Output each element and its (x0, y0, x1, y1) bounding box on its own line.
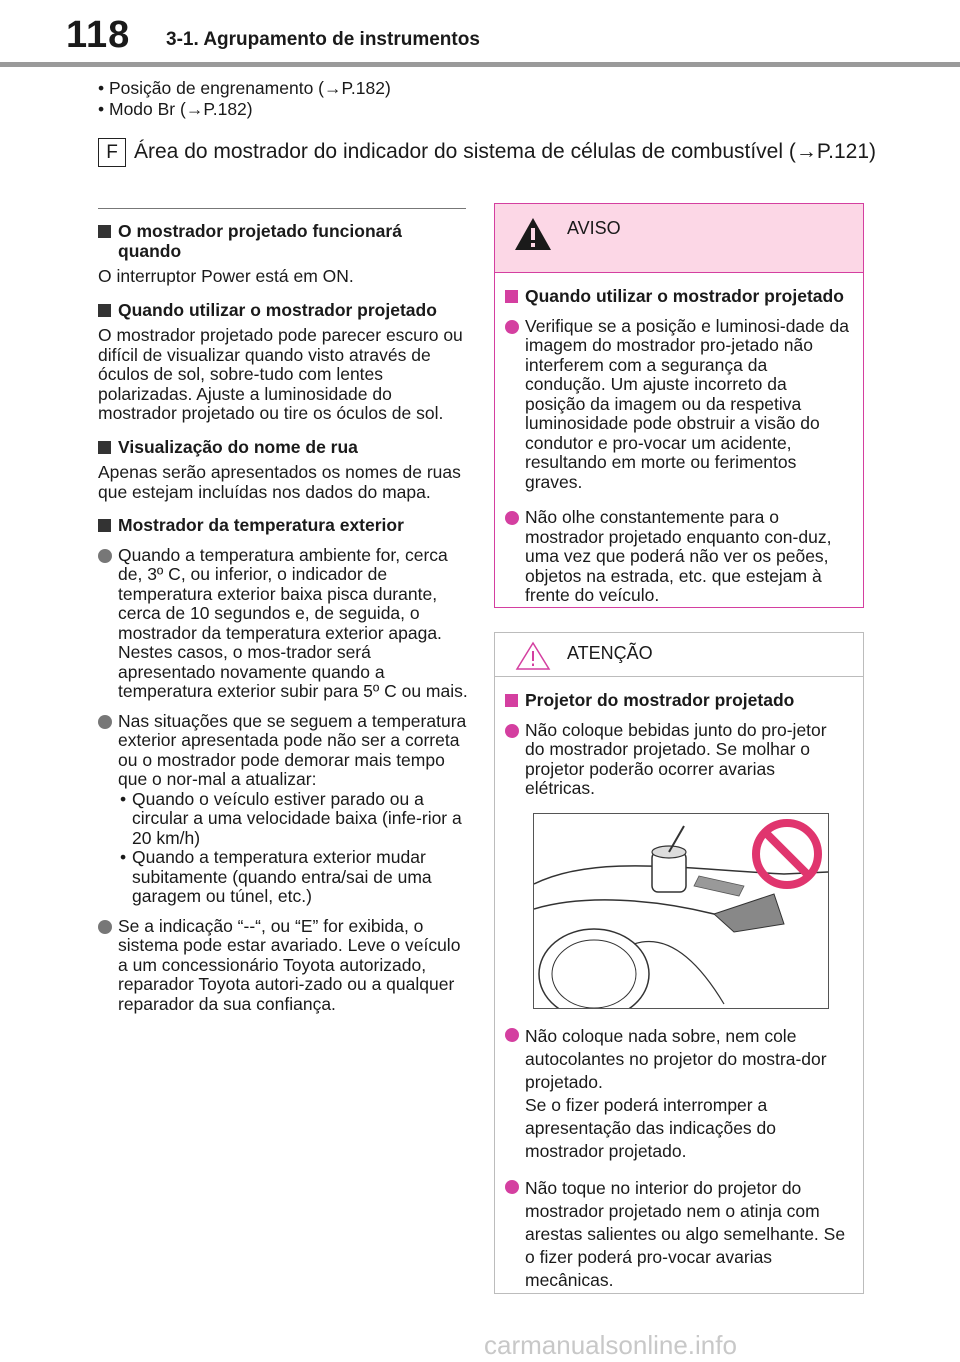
left-column-divider (98, 208, 466, 209)
projector-drink-illustration (533, 812, 829, 1009)
atencao-bullet-touch: Não toque no interior do projetor do mos… (505, 1177, 849, 1292)
heading-outside-temperature: Mostrador da temperatura exterior (98, 515, 468, 536)
bullet-incorrect-temperature: Nas situações que se seguem a temperatur… (98, 710, 468, 907)
footer-watermark: carmanualsonline.info (484, 1330, 737, 1360)
caution-box-header: ATENÇÃO (495, 633, 863, 677)
bullet-malfunction: Se a indicação “--“, ou “E” for exibida,… (98, 916, 468, 1015)
aviso-heading: Quando utilizar o mostrador projetado (505, 286, 849, 307)
caution-box-body: Projetor do mostrador projetado Não colo… (495, 690, 863, 1292)
left-column: O mostrador projetado funcionará quando … (98, 208, 468, 1014)
intro-item-br-mode: • Modo Br (→P.182) (98, 99, 253, 119)
section-title: 3-1. Agrupamento de instrumentos (166, 29, 480, 50)
header-divider (0, 62, 960, 67)
atencao-bullet-drinks: Não coloque bebidas junto do pro-jetor d… (505, 720, 849, 799)
warning-box-title: AVISO (567, 218, 621, 238)
warning-box-aviso: AVISO Quando utilizar o mostrador projet… (494, 203, 864, 608)
callout-label-f: F (98, 138, 126, 167)
text-power-switch: O interruptor Power está em ON. (98, 266, 354, 286)
heading-projected-display-works: O mostrador projetado funcionará quando (98, 221, 468, 261)
bullet-incorrect-temperature-text: Nas situações que se seguem a temperatur… (118, 710, 467, 789)
caution-triangle-icon (515, 641, 551, 670)
warning-box-header: AVISO (495, 204, 863, 273)
page-header: 118 3-1. Agrupamento de instrumentos (0, 0, 960, 62)
warning-triangle-icon (515, 218, 551, 250)
atencao-bullet-stickers: Não coloque nada sobre, nem cole autocol… (505, 1025, 849, 1163)
atencao-bullet-stickers-line2: Se o fizer poderá interromper a apresent… (525, 1094, 777, 1161)
caution-box-atencao: ATENÇÃO Projetor do mostrador projetado … (494, 632, 864, 1294)
intro-item-gear: • Posição de engrenamento (→P.182) (98, 78, 391, 98)
text-sunglasses: O mostrador projetado pode parecer escur… (98, 325, 463, 423)
page-number: 118 (66, 14, 131, 56)
intro-list: • Posição de engrenamento (→P.182) • Mod… (98, 78, 391, 120)
heading-using-projected-display: Quando utilizar o mostrador projetado (98, 300, 468, 321)
callout-text-f: Área do mostrador do indicador do sistem… (134, 140, 877, 163)
atencao-bullet-stickers-line1: Não coloque nada sobre, nem cole autocol… (525, 1025, 827, 1092)
caution-box-title: ATENÇÃO (567, 643, 653, 663)
warning-box-body: Quando utilizar o mostrador projetado Ve… (495, 286, 863, 606)
aviso-bullet-position: Verifique se a posição e luminosi-dade d… (505, 316, 849, 493)
bullet-low-temperature: Quando a temperatura ambiente for, cerca… (98, 545, 468, 702)
atencao-heading: Projetor do mostrador projetado (505, 690, 849, 711)
sub-item-slow-speed: Quando o veículo estiver parado ou a cir… (118, 789, 468, 849)
illustration-drawing (534, 818, 828, 1008)
aviso-bullet-look: Não olhe constantemente para o mostrador… (505, 507, 849, 606)
heading-street-name: Visualização do nome de rua (98, 437, 468, 458)
text-street-name: Apenas serão apresentados os nomes de ru… (98, 462, 461, 502)
sub-item-sudden-change: Quando a temperatura exterior mudar subi… (118, 847, 468, 907)
